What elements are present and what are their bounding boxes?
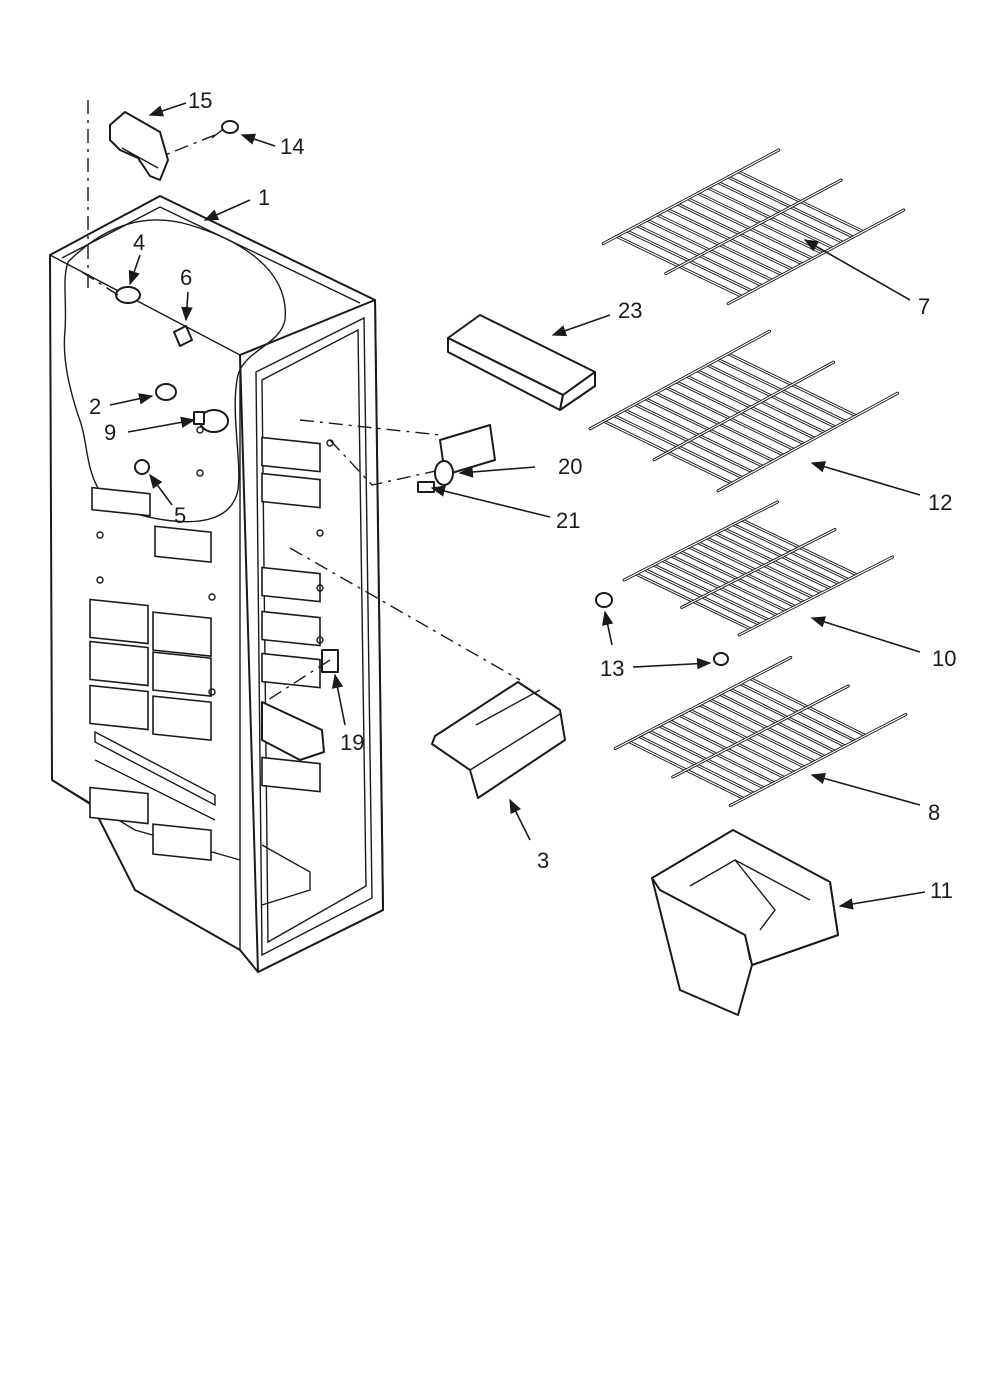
wire-shelf-7 [601, 148, 906, 306]
leader-lines [109, 102, 926, 910]
wire-shelf-12 [588, 329, 899, 493]
callout-12: 12 [928, 490, 952, 515]
callout-9: 9 [104, 420, 116, 445]
shelf-stud-part-13-lower [713, 652, 729, 666]
socket-part-2 [155, 383, 177, 401]
sensor-cover-part-20 [434, 424, 496, 486]
callout-2: 2 [89, 394, 101, 419]
callout-1: 1 [258, 185, 270, 210]
callout-8: 8 [928, 800, 940, 825]
callout-10: 10 [932, 646, 956, 671]
callout-4: 4 [133, 230, 145, 255]
callout-7: 7 [918, 294, 930, 319]
bracket-part-15 [109, 111, 169, 181]
wire-shelves [588, 148, 908, 807]
callout-21: 21 [556, 508, 580, 533]
callout-labels: 15 14 1 4 6 2 9 5 19 23 20 21 3 7 12 10 … [89, 88, 956, 903]
assembly-line-19 [267, 659, 331, 701]
shelf-divider [431, 681, 566, 799]
wire-shelf-8 [613, 656, 908, 807]
callout-3: 3 [537, 848, 549, 873]
switch-part-19 [321, 649, 339, 673]
ice-tray [447, 314, 596, 411]
callout-14: 14 [280, 134, 304, 159]
wire-shelf-10 [622, 500, 894, 637]
thermostat-part-5 [134, 459, 150, 475]
callout-11: 11 [930, 878, 953, 903]
screw-part-21 [417, 481, 435, 493]
light-bulb-part-9 [193, 409, 229, 433]
assembly-line-14 [164, 134, 216, 156]
callout-15: 15 [188, 88, 212, 113]
assembly-line-20 [299, 419, 441, 486]
shelf-stud-part-13-upper [595, 592, 613, 608]
storage-bin [651, 829, 839, 1016]
callout-19: 19 [340, 730, 364, 755]
screw-part-14 [211, 120, 239, 139]
clip-part-6 [173, 325, 193, 347]
freezer-liner [49, 195, 384, 973]
callout-6: 6 [180, 265, 192, 290]
callout-20: 20 [558, 454, 582, 479]
callout-23: 23 [618, 298, 642, 323]
callout-5: 5 [174, 503, 186, 528]
light-switch-part-4 [115, 286, 141, 304]
callout-13: 13 [600, 656, 624, 681]
assembly-line-4 [81, 271, 119, 296]
